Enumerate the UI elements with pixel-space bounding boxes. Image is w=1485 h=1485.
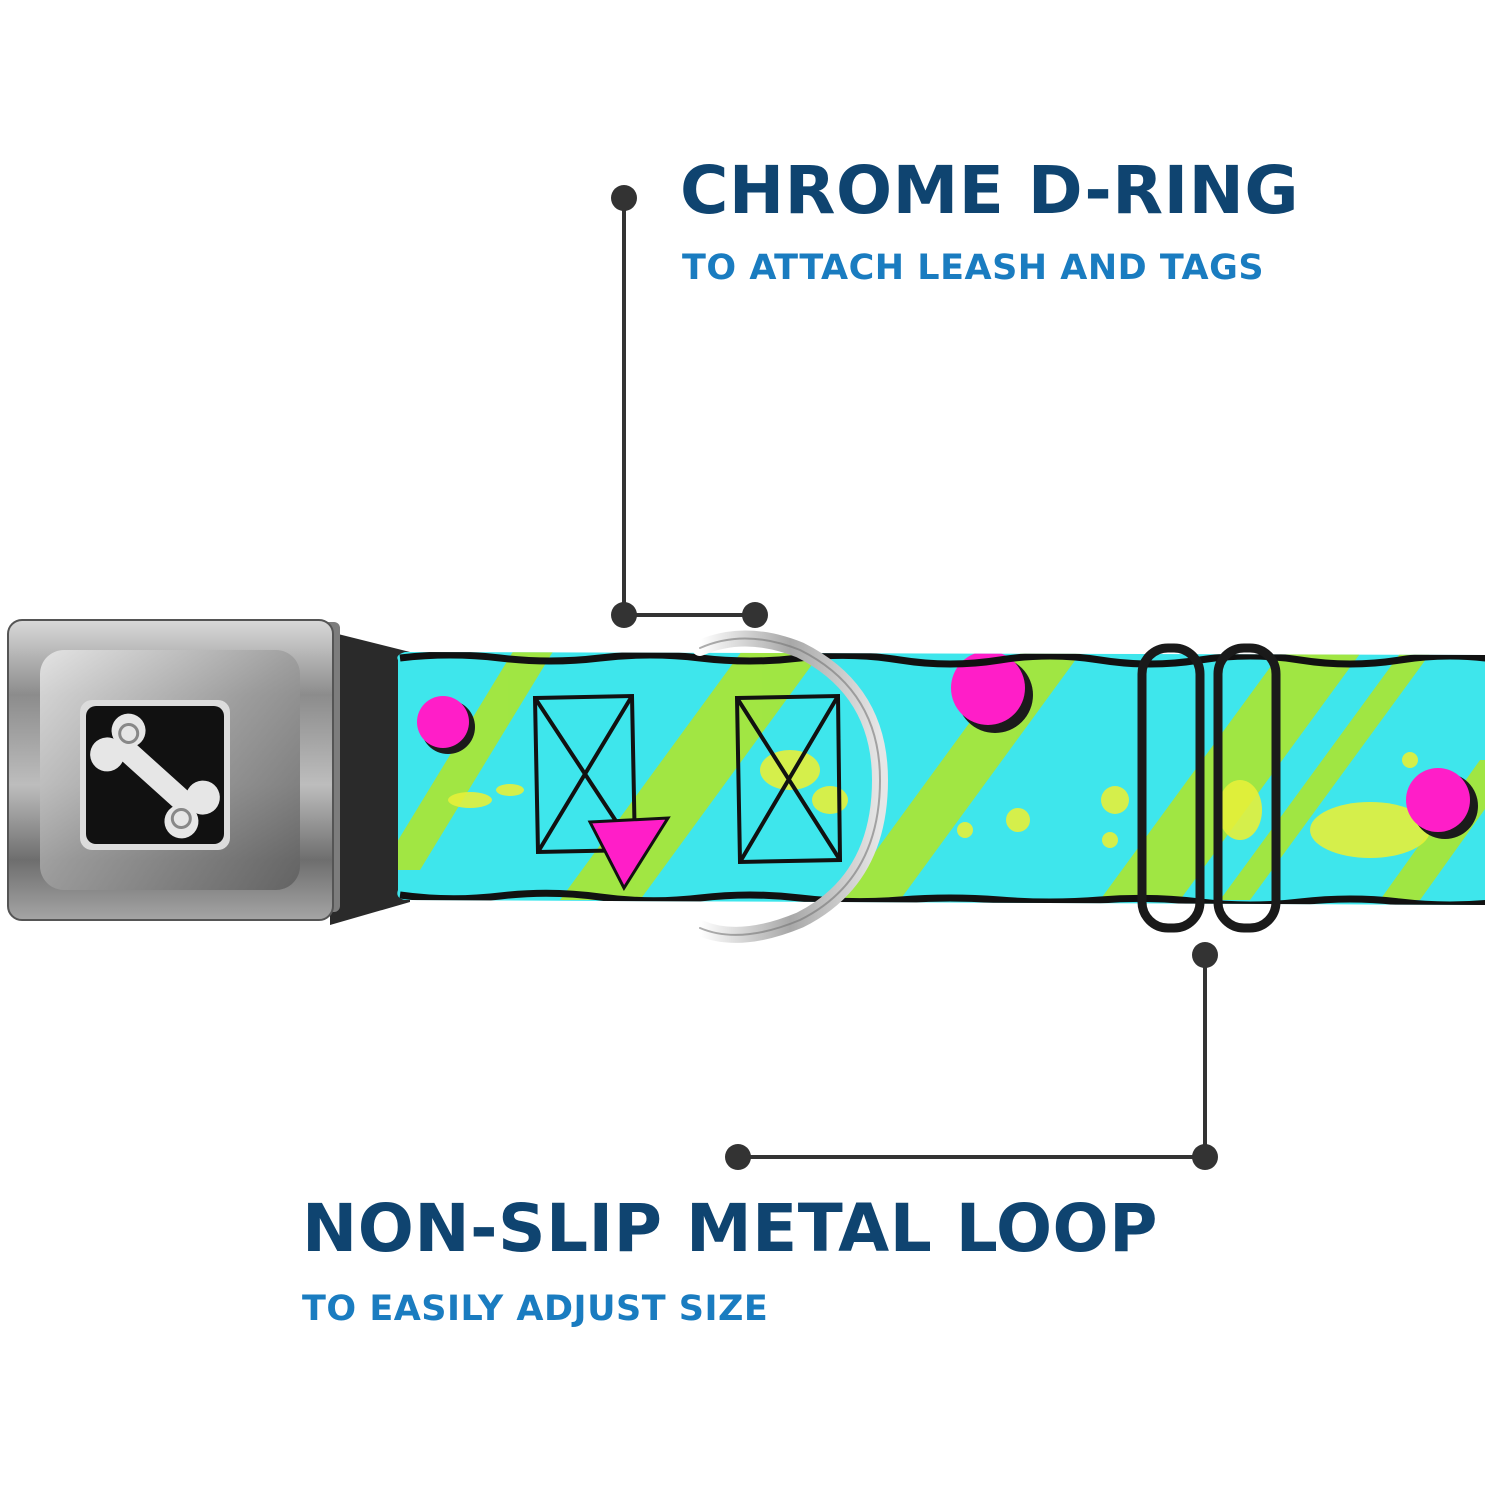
- d-ring-subtitle: TO ATTACH LEASH AND TAGS: [682, 248, 1265, 288]
- loop-title: NON-SLIP METAL LOOP: [302, 1190, 1159, 1267]
- buckle-webbing: [330, 632, 410, 925]
- collar-triangle: [587, 816, 671, 892]
- metal-loop-icon: [1137, 643, 1281, 933]
- d-ring-title: CHROME D-RING: [680, 152, 1300, 229]
- collar-strap: [397, 652, 1485, 905]
- dog-bone-icon: [90, 713, 220, 839]
- seatbelt-buckle: [7, 619, 340, 921]
- d-ring-icon: [692, 630, 889, 943]
- loop-subtitle: TO EASILY ADJUST SIZE: [302, 1289, 769, 1329]
- d-ring-leader-line: [611, 185, 768, 628]
- loop-leader-line: [725, 942, 1218, 1170]
